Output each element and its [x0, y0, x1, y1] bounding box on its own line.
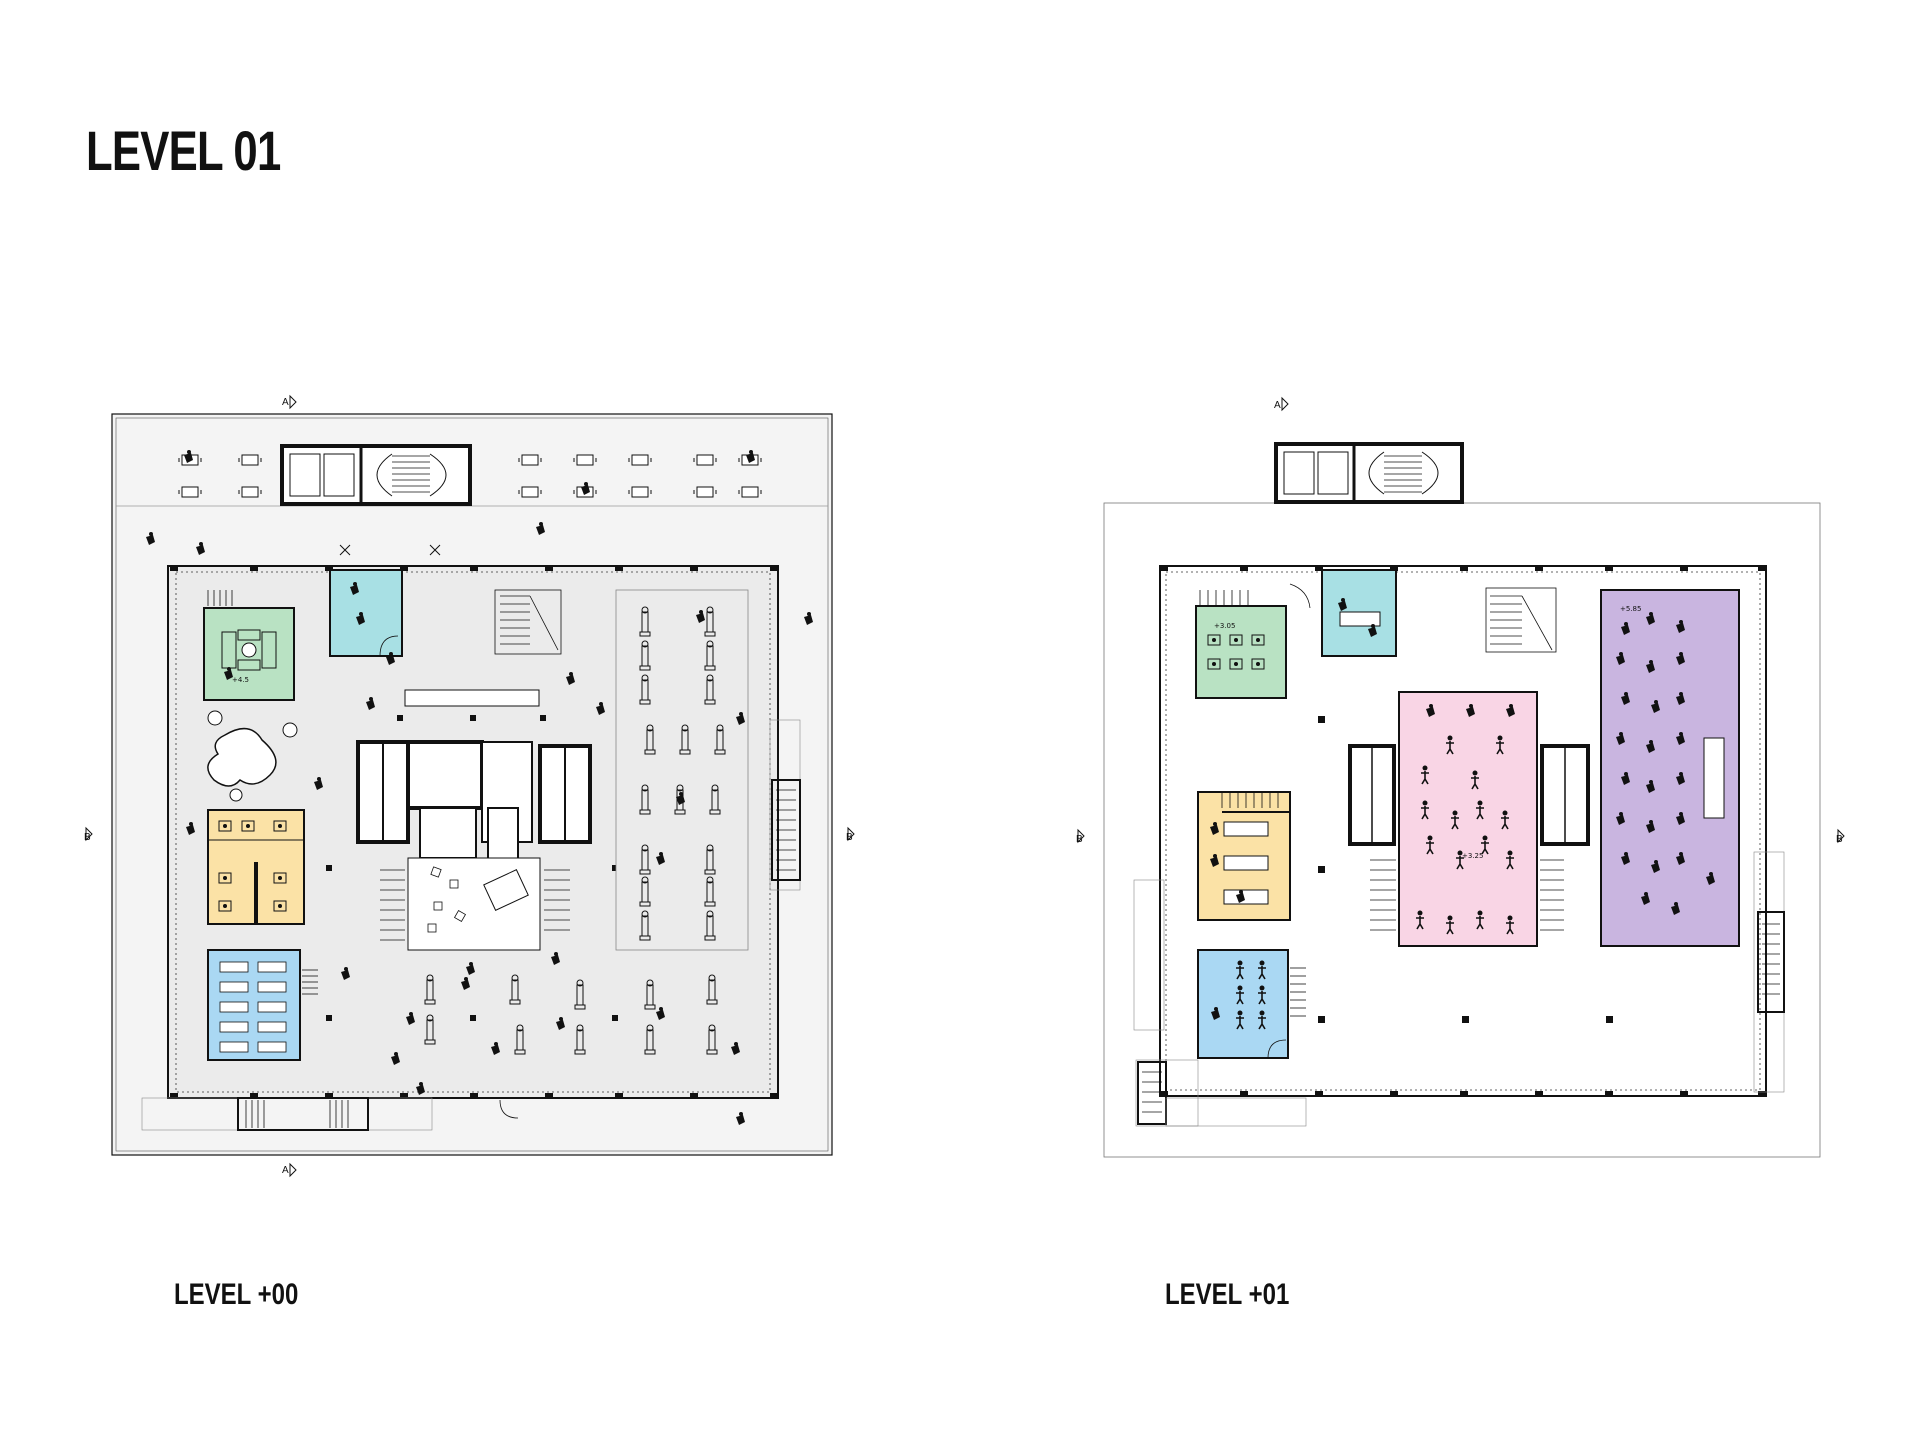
room-classroom-blue [207, 949, 318, 1061]
svg-text:B: B [84, 832, 91, 843]
level-tag: +3.05 [1214, 622, 1235, 630]
room-classroom-blue-01 [1197, 949, 1306, 1059]
level-tag: +5.85 [1620, 605, 1641, 613]
room-office-green: +3.05 [1195, 590, 1287, 699]
sofa-seating [207, 710, 298, 802]
svg-text:B: B [846, 832, 853, 843]
room-office-yellow [207, 809, 305, 925]
svg-text:B: B [1836, 834, 1843, 845]
central-core-00 [356, 689, 592, 951]
plan-label-level-01: LEVEL +01 [1165, 1278, 1290, 1311]
gym-zone-right [615, 589, 749, 951]
side-stairs-01 [1133, 851, 1785, 1127]
core-tower-00 [280, 444, 472, 506]
room-treatment-yellow [1197, 791, 1291, 921]
core-tower-01 [1274, 442, 1464, 504]
plan-level-01: +3.05 +3.25 [1076, 396, 1845, 1158]
entry-bottom-00 [141, 1097, 519, 1131]
section-markers-01: A B B [1076, 396, 1845, 845]
room-studio-pink: +3.25 [1398, 691, 1538, 947]
svg-text:A: A [1274, 400, 1281, 411]
room-meeting-cyan [1289, 569, 1397, 657]
room-lounge-green: +4.5 [203, 590, 295, 701]
svg-text:B: B [1076, 834, 1083, 845]
side-cores-01 [1348, 744, 1590, 931]
structural-columns-00 [170, 565, 778, 1099]
level-tag: +3.25 [1462, 852, 1483, 860]
side-stair-right-00 [769, 719, 801, 891]
svg-text:A: A [282, 397, 289, 408]
level-tag: +4.5 [232, 676, 249, 684]
page-title: LEVEL 01 [86, 119, 281, 182]
room-hall-purple: +5.85 [1600, 589, 1740, 947]
stair-00 [494, 589, 562, 655]
section-markers-00: A A B B [84, 394, 855, 1178]
room-reception-cyan [329, 544, 441, 657]
plan-level-00: +4.5 [84, 394, 855, 1178]
svg-text:A: A [282, 1165, 289, 1176]
stair-01 [1485, 587, 1557, 653]
plan-label-level-00: LEVEL +00 [174, 1278, 299, 1311]
